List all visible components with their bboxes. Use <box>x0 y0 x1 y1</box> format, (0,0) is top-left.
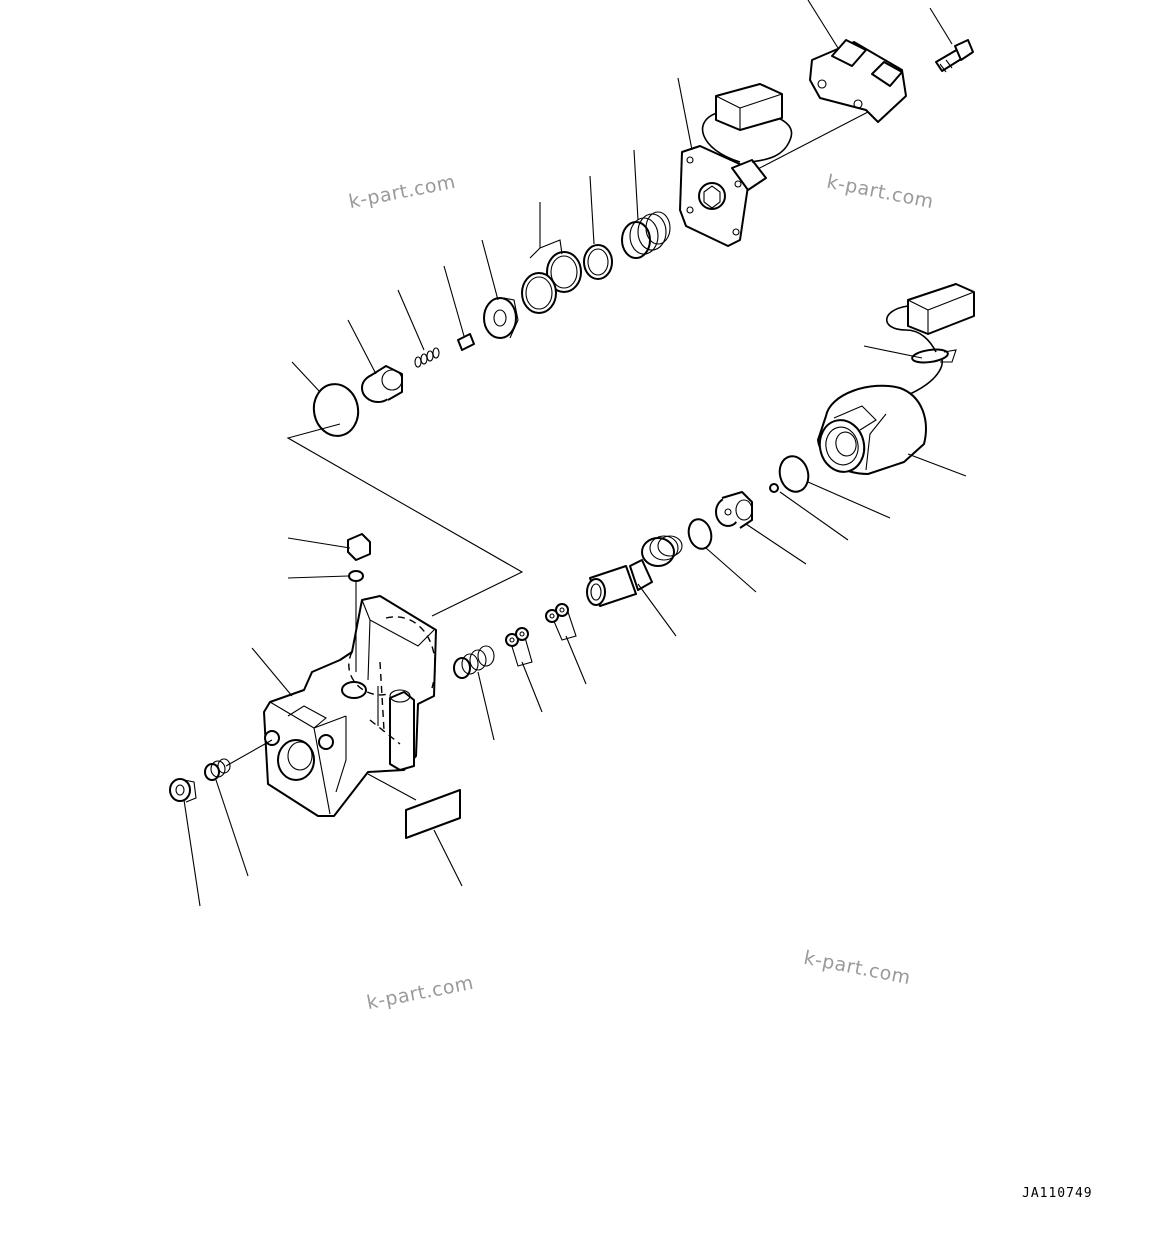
plug <box>361 365 403 403</box>
leader-bolt-top-right <box>929 7 953 45</box>
leader-valve-seat <box>745 523 807 565</box>
wire-clip <box>911 348 957 364</box>
leader-bracket-to-plate <box>751 111 869 173</box>
o-ring-seat <box>687 518 713 550</box>
leader-snap-ring <box>589 175 595 245</box>
spring-small-upper <box>414 347 440 368</box>
leader-nameplate <box>433 829 463 887</box>
leader-screw-small <box>443 265 465 337</box>
washer-pair-left <box>505 627 533 667</box>
leader-valve-body <box>251 647 293 697</box>
leader-wire-clip <box>863 345 923 359</box>
bolt-body <box>347 533 371 561</box>
leader-bolt-body <box>287 537 351 549</box>
o-ring-large-upper <box>312 383 360 437</box>
leader-plug-small <box>183 799 201 907</box>
leader-connector-bracket <box>807 0 839 49</box>
set-screw <box>204 758 231 781</box>
leader-solenoid-coil <box>907 453 967 477</box>
plug-small <box>169 778 197 803</box>
o-ring-small-body <box>348 570 364 582</box>
leader-set-screw <box>215 779 249 877</box>
spring-large <box>621 211 671 259</box>
spring-lower <box>453 645 495 679</box>
center-line-set-screw <box>225 739 273 767</box>
spool <box>586 535 683 607</box>
snap-ring <box>583 244 613 280</box>
leader-backup-ring-pair <box>529 202 563 259</box>
valve-seat <box>715 491 753 529</box>
leader-o-ring-large-upper <box>291 361 321 393</box>
leader-plug <box>347 319 377 375</box>
leader-spool <box>637 583 677 637</box>
leader-solenoid-plate <box>677 77 693 151</box>
center-line-nameplate <box>367 773 417 801</box>
coil-connector <box>886 283 975 353</box>
leader-spring-large <box>633 149 639 221</box>
solenoid-coil <box>817 351 943 475</box>
leader-spring-lower <box>477 671 495 741</box>
drawing-code: JA110749 <box>1022 1186 1093 1201</box>
leader-o-ring-coil <box>807 481 891 519</box>
o-ring-coil <box>778 455 810 493</box>
collar <box>483 297 519 339</box>
leader-o-ring-seat <box>705 547 757 593</box>
leader-washer-pair-right <box>565 635 587 685</box>
ball <box>769 483 779 493</box>
screw-small <box>457 333 475 351</box>
solenoid-plate-with-connector <box>679 83 793 247</box>
leader-o-ring-small-body <box>287 575 349 579</box>
valve-body <box>263 595 437 817</box>
leader-washer-pair-left <box>521 661 543 713</box>
group-callout-lines <box>286 423 524 617</box>
connector-bracket <box>809 39 907 123</box>
leader-collar <box>481 239 499 301</box>
backup-ring-pair <box>521 251 582 314</box>
bolt-top-right <box>935 39 974 73</box>
leader-spring-small-upper <box>397 289 425 351</box>
washer-pair-right <box>545 603 577 641</box>
nameplate <box>405 789 461 839</box>
leader-ball <box>779 491 849 541</box>
